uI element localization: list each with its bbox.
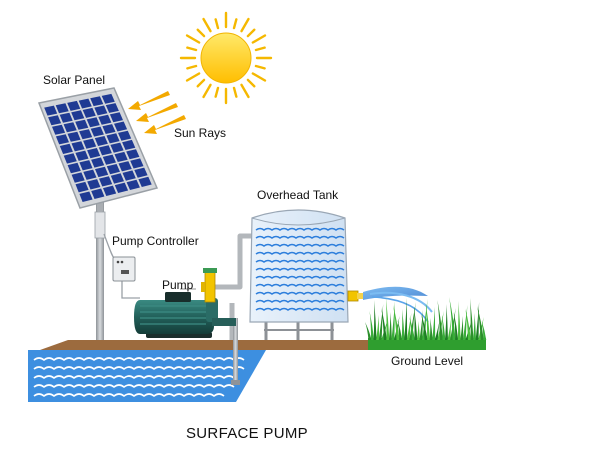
water-source (28, 318, 266, 402)
solar-panel-label: Solar Panel (43, 73, 106, 87)
pump-controller-label: Pump Controller (112, 234, 199, 248)
overhead-tank (249, 209, 349, 323)
pump-controller (112, 256, 136, 282)
pump-label: Pump (162, 278, 194, 292)
diagram-title: SURFACE PUMP (186, 425, 308, 442)
ground-strip (40, 340, 372, 350)
ground-level-label: Ground Level (391, 354, 464, 368)
tank-outlet-valve (347, 290, 363, 302)
sun-rays-label: Sun Rays (174, 126, 227, 140)
solar-panel (37, 87, 159, 209)
overhead-tank-label: Overhead Tank (257, 188, 339, 202)
sun-rays-arrows (128, 91, 186, 134)
tank-stand (264, 322, 334, 342)
sun-icon (179, 11, 273, 105)
grass-area (365, 297, 487, 350)
water-spray (363, 286, 433, 323)
pump (134, 268, 236, 338)
